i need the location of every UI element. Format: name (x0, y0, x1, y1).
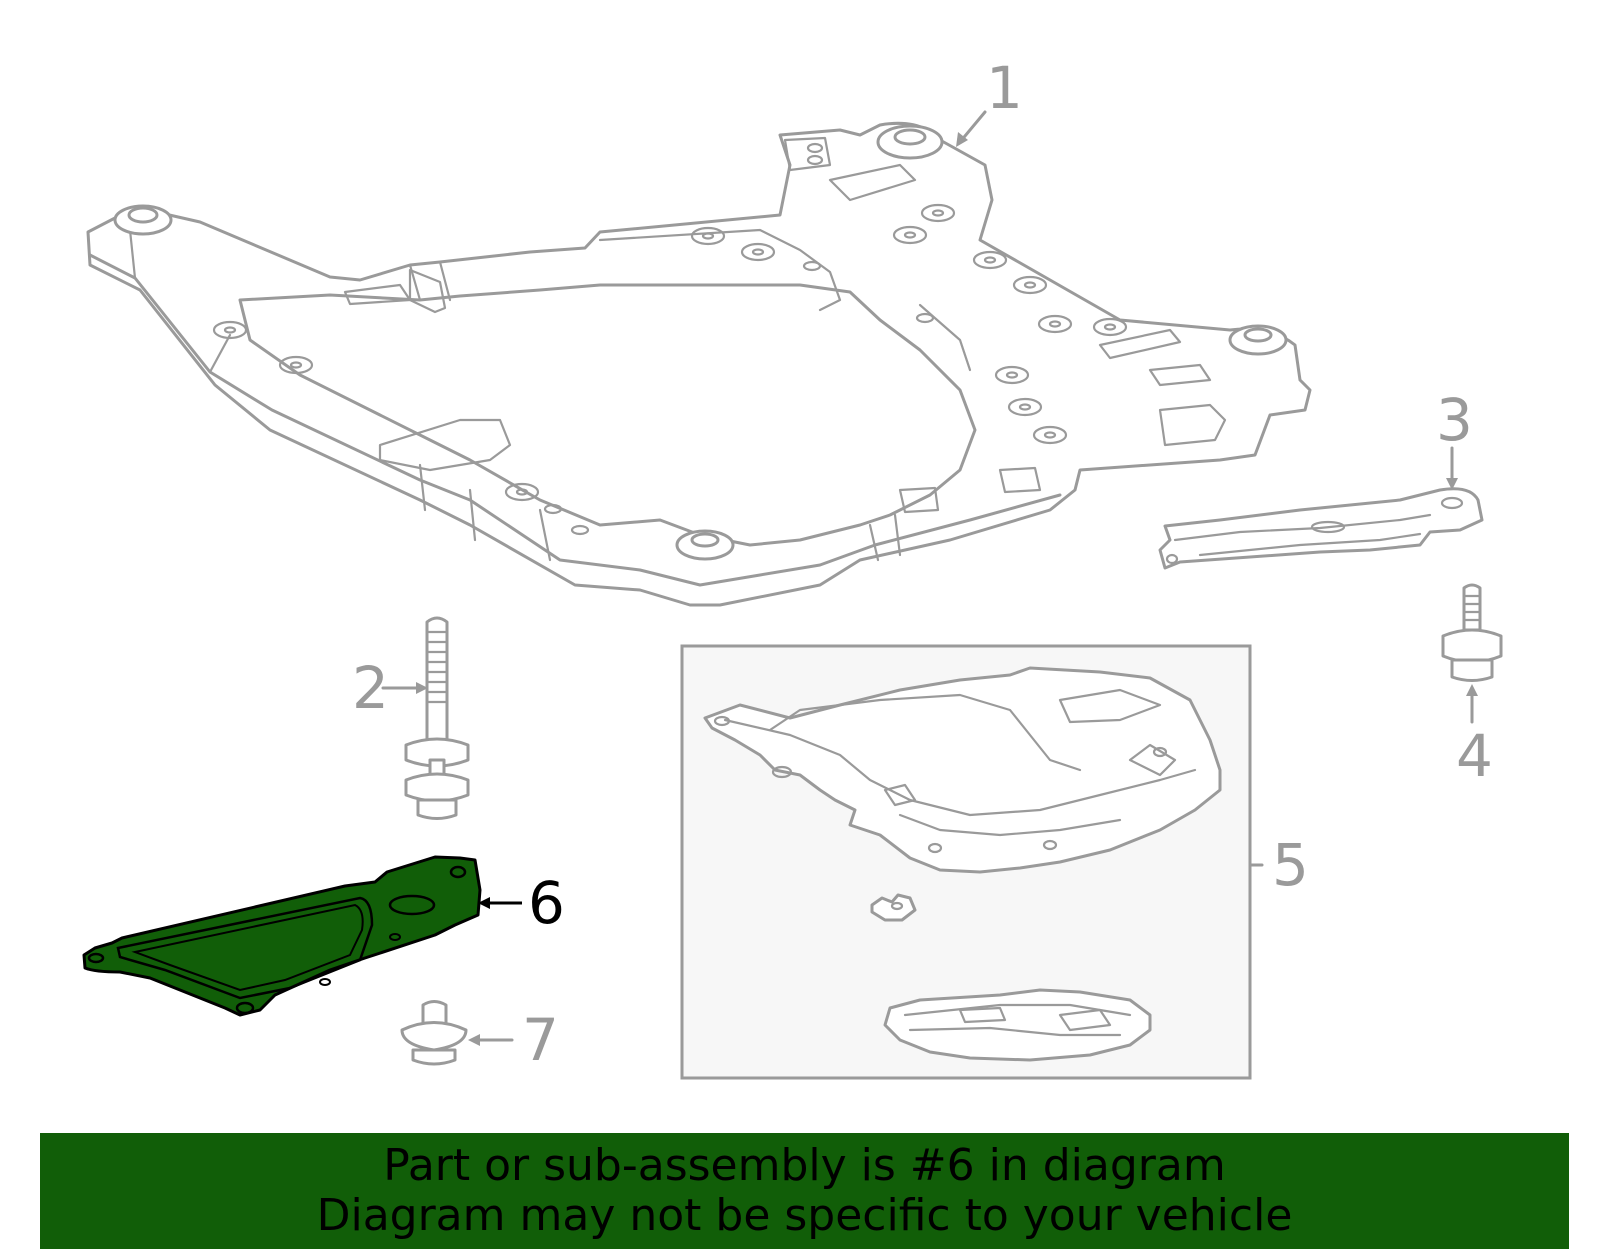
callout-1: 1 (986, 54, 1023, 122)
part-6-shape[interactable] (82, 855, 482, 1017)
callout-7: 7 (522, 1006, 559, 1074)
callout-4: 4 (1456, 722, 1493, 790)
callout-2: 2 (352, 654, 389, 722)
part-5-inset[interactable] (680, 644, 1252, 1080)
part-2-bolt[interactable] (404, 616, 470, 820)
part-3-bracket[interactable] (1158, 487, 1484, 570)
part-6-cover-highlighted[interactable] (82, 855, 482, 1017)
part-4-stud-bolt[interactable] (1441, 583, 1503, 682)
banner-line-1: Part or sub-assembly is #6 in diagram (383, 1140, 1226, 1191)
callout-6: 6 (528, 869, 565, 937)
disclaimer-banner: Part or sub-assembly is #6 in diagram Di… (40, 1133, 1569, 1249)
part-1-crossmember[interactable] (86, 121, 1312, 607)
callout-3: 3 (1436, 386, 1473, 454)
callout-5: 5 (1272, 831, 1309, 899)
part-7-clip[interactable] (400, 1000, 468, 1066)
leader-lines (381, 110, 1478, 1046)
banner-line-2: Diagram may not be specific to your vehi… (316, 1190, 1293, 1241)
